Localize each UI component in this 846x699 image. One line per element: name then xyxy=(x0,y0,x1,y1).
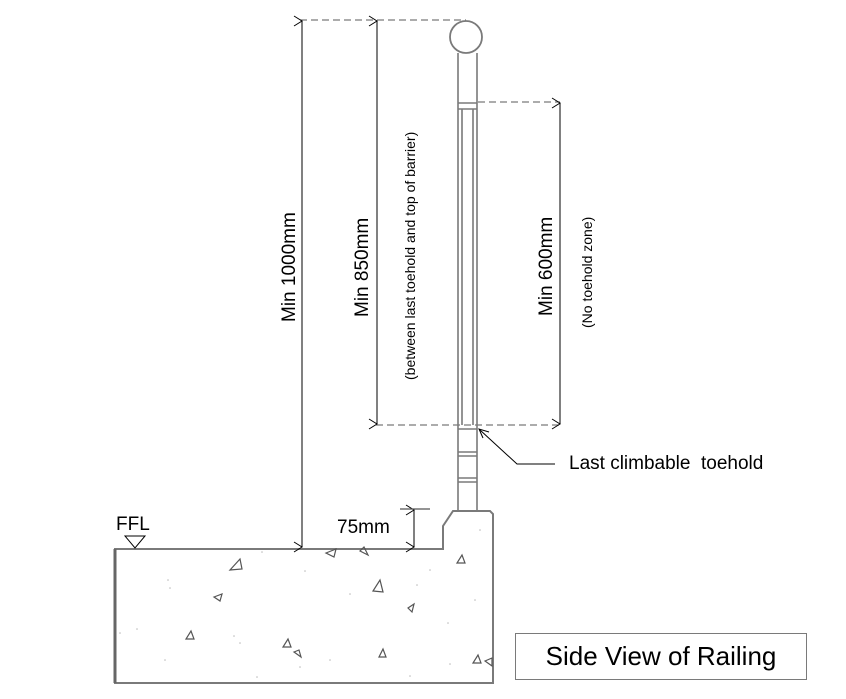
aggregate-pattern xyxy=(184,545,493,668)
dim-label-850: Min 850mm xyxy=(352,218,373,317)
ffl-marker-icon xyxy=(123,535,147,549)
concrete-slab xyxy=(114,510,494,684)
ffl-label: FFL xyxy=(116,514,150,535)
dim-note-850: (between last toehold and top of barrier… xyxy=(402,132,418,380)
toehold-leader-arrow xyxy=(478,428,490,439)
railing-post xyxy=(457,53,478,511)
aggregate-dots xyxy=(119,529,481,678)
diagram-title: Side View of Railing xyxy=(515,633,807,680)
step-height-label: 75mm xyxy=(337,517,390,538)
dim-label-600: Min 600mm xyxy=(536,217,557,316)
handrail-top xyxy=(449,20,483,54)
dim-note-600: (No toehold zone) xyxy=(579,217,595,328)
last-toehold-label: Last climbable toehold xyxy=(569,453,763,474)
reference-lines xyxy=(300,19,560,426)
dim-label-1000: Min 1000mm xyxy=(279,212,300,322)
toehold-leader xyxy=(479,429,555,465)
